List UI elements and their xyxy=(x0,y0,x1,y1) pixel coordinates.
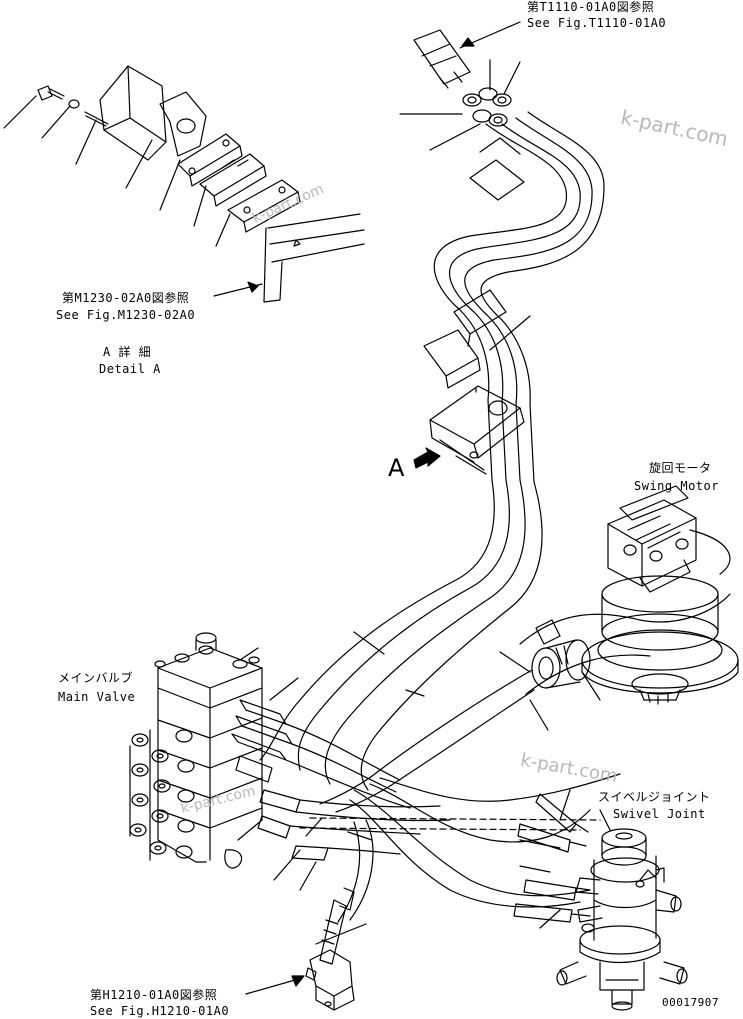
detail-a-title-jp: A 詳 細 xyxy=(103,345,152,359)
lower-fitting-group xyxy=(245,887,367,1011)
swivel-joint-label-en: Swivel Joint xyxy=(613,807,706,821)
ref-label-m1230-en: See Fig.M1230-02A0 xyxy=(56,308,196,322)
ref-label-h1210-jp: 第H1210-01A0図参照 xyxy=(90,988,218,1002)
swing-motor-label-jp: 旋回モータ xyxy=(649,461,712,475)
upper-hose-assembly xyxy=(259,21,605,791)
detail-a-title-en: Detail A xyxy=(99,362,161,376)
swivel-joint-label-jp: スイベルジョイント xyxy=(598,790,711,804)
drawing-number: 00017907 xyxy=(662,996,719,1009)
swivel-joint xyxy=(513,789,688,1011)
detail-a-parts xyxy=(3,65,365,303)
swing-motor-label-en: Swing Motor xyxy=(634,479,719,493)
view-a-marker: A xyxy=(388,454,405,482)
view-a-arrow xyxy=(413,447,441,469)
ref-label-m1230-jp: 第M1230-02A0図参照 xyxy=(62,291,190,305)
main-valve-label-en: Main Valve xyxy=(58,690,136,704)
main-valve xyxy=(129,632,621,923)
main-valve-label-jp: メインバルブ xyxy=(58,671,134,685)
ref-label-t1110-jp: 第T1110-01A0図参照 xyxy=(527,0,655,14)
ref-label-t1110-en: See Fig.T1110-01A0 xyxy=(527,16,667,30)
swing-motor xyxy=(319,485,739,813)
ref-label-h1210-en: See Fig.H1210-01A0 xyxy=(90,1004,230,1018)
